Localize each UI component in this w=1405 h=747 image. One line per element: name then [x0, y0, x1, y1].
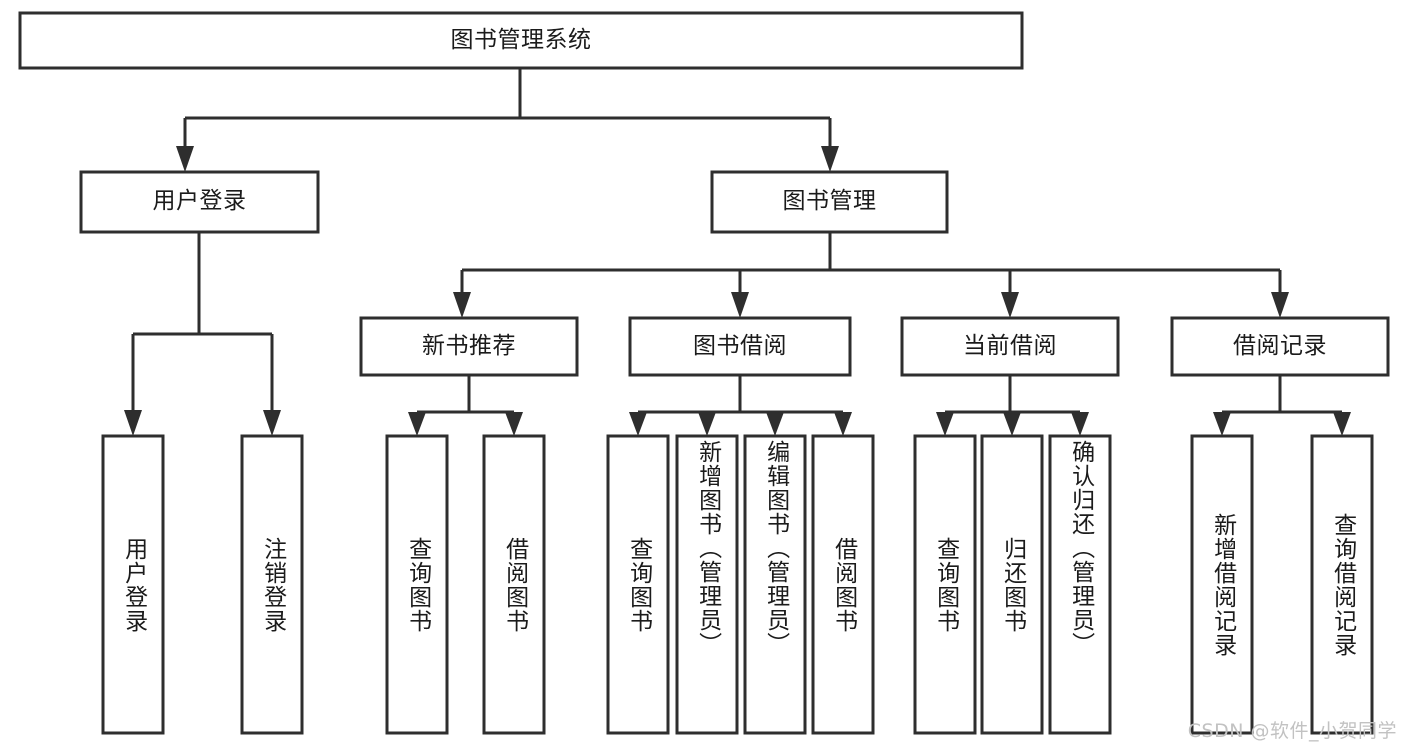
node-label-current-borrow: 当前借阅 [963, 332, 1057, 359]
leaf-label-borrow-lend: 借阅图书 [830, 536, 857, 633]
leaf-box-borrow-edit[interactable] [743, 434, 807, 735]
arrow-head-leaf-logout [263, 410, 281, 436]
arrow-head-current-query [936, 412, 954, 436]
arrow-head-borrow-edit [766, 412, 784, 436]
leaf-label-newbook-query: 查询图书 [404, 536, 431, 633]
leaf-label-current-return: 归还图书 [999, 536, 1026, 633]
arrow-head-borrow [731, 292, 749, 318]
node-box-book-management[interactable] [710, 170, 949, 234]
leaf-box-current-query[interactable] [913, 434, 977, 735]
leaf-box-logout[interactable] [240, 434, 304, 735]
arrow-head-record-add [1213, 412, 1231, 436]
leaf-label-borrow-add: 新增图书（管理员） [694, 440, 721, 656]
arrow-head-record [1271, 292, 1289, 318]
leaf-box-current-confirm[interactable] [1048, 434, 1112, 735]
arrow-head-current-confirm [1071, 412, 1089, 436]
arrow-head-newbook-borrow [505, 412, 523, 436]
arrow-head-record-query [1333, 412, 1351, 436]
arrow-head-borrow-add [698, 412, 716, 436]
leaf-box-record-add[interactable] [1190, 434, 1254, 735]
leaf-box-borrow-lend[interactable] [811, 434, 875, 735]
leaf-label-newbook-borrow: 借阅图书 [501, 536, 528, 633]
node-box-user-login[interactable] [79, 170, 320, 234]
arrow-head-borrow-query [629, 412, 647, 436]
csdn-watermark: CSDN @软件_小贺同学 [1187, 720, 1397, 742]
node-label-book-borrow: 图书借阅 [693, 332, 787, 359]
arrow-head-leaf-user-login [124, 410, 142, 436]
arrow-head-current [1001, 292, 1019, 318]
leaf-label-record-add: 新增借阅记录 [1209, 512, 1236, 657]
leaf-label-user-login: 用户登录 [120, 536, 147, 633]
leaf-box-borrow-add[interactable] [675, 434, 739, 735]
leaf-box-newbook-borrow[interactable] [482, 434, 546, 735]
node-label-borrow-record: 借阅记录 [1233, 332, 1327, 359]
leaf-label-current-query: 查询图书 [932, 536, 959, 633]
node-label-book-management: 图书管理 [782, 188, 877, 215]
leaf-box-user-login[interactable] [101, 434, 165, 735]
node-label-root: 图书管理系统 [450, 26, 592, 53]
node-box-new-book-recommend[interactable] [359, 316, 579, 377]
arrow-head-borrow-lend [834, 412, 852, 436]
leaf-box-newbook-query[interactable] [385, 434, 449, 735]
leaf-label-record-query: 查询借阅记录 [1329, 512, 1356, 657]
leaf-label-logout: 注销登录 [259, 536, 286, 633]
arrow-head-user-login [176, 146, 194, 172]
leaf-box-current-return[interactable] [980, 434, 1044, 735]
node-label-user-login: 用户登录 [152, 188, 247, 215]
leaf-label-current-confirm: 确认归还（管理员） [1067, 440, 1094, 656]
arrow-head-newbook [453, 292, 471, 318]
node-box-book-borrow[interactable] [628, 316, 852, 377]
leaf-label-borrow-query: 查询图书 [625, 536, 652, 633]
leaf-box-borrow-query[interactable] [606, 434, 670, 735]
arrow-head-current-return [1003, 412, 1021, 436]
node-box-root[interactable] [18, 11, 1024, 70]
arrow-head-book-mgmt [821, 146, 839, 172]
arrow-head-newbook-query [408, 412, 426, 436]
node-label-new-book-recommend: 新书推荐 [422, 332, 516, 359]
leaf-label-borrow-edit: 编辑图书（管理员） [762, 440, 789, 656]
node-box-current-borrow[interactable] [900, 316, 1120, 377]
leaf-box-record-query[interactable] [1310, 434, 1374, 735]
